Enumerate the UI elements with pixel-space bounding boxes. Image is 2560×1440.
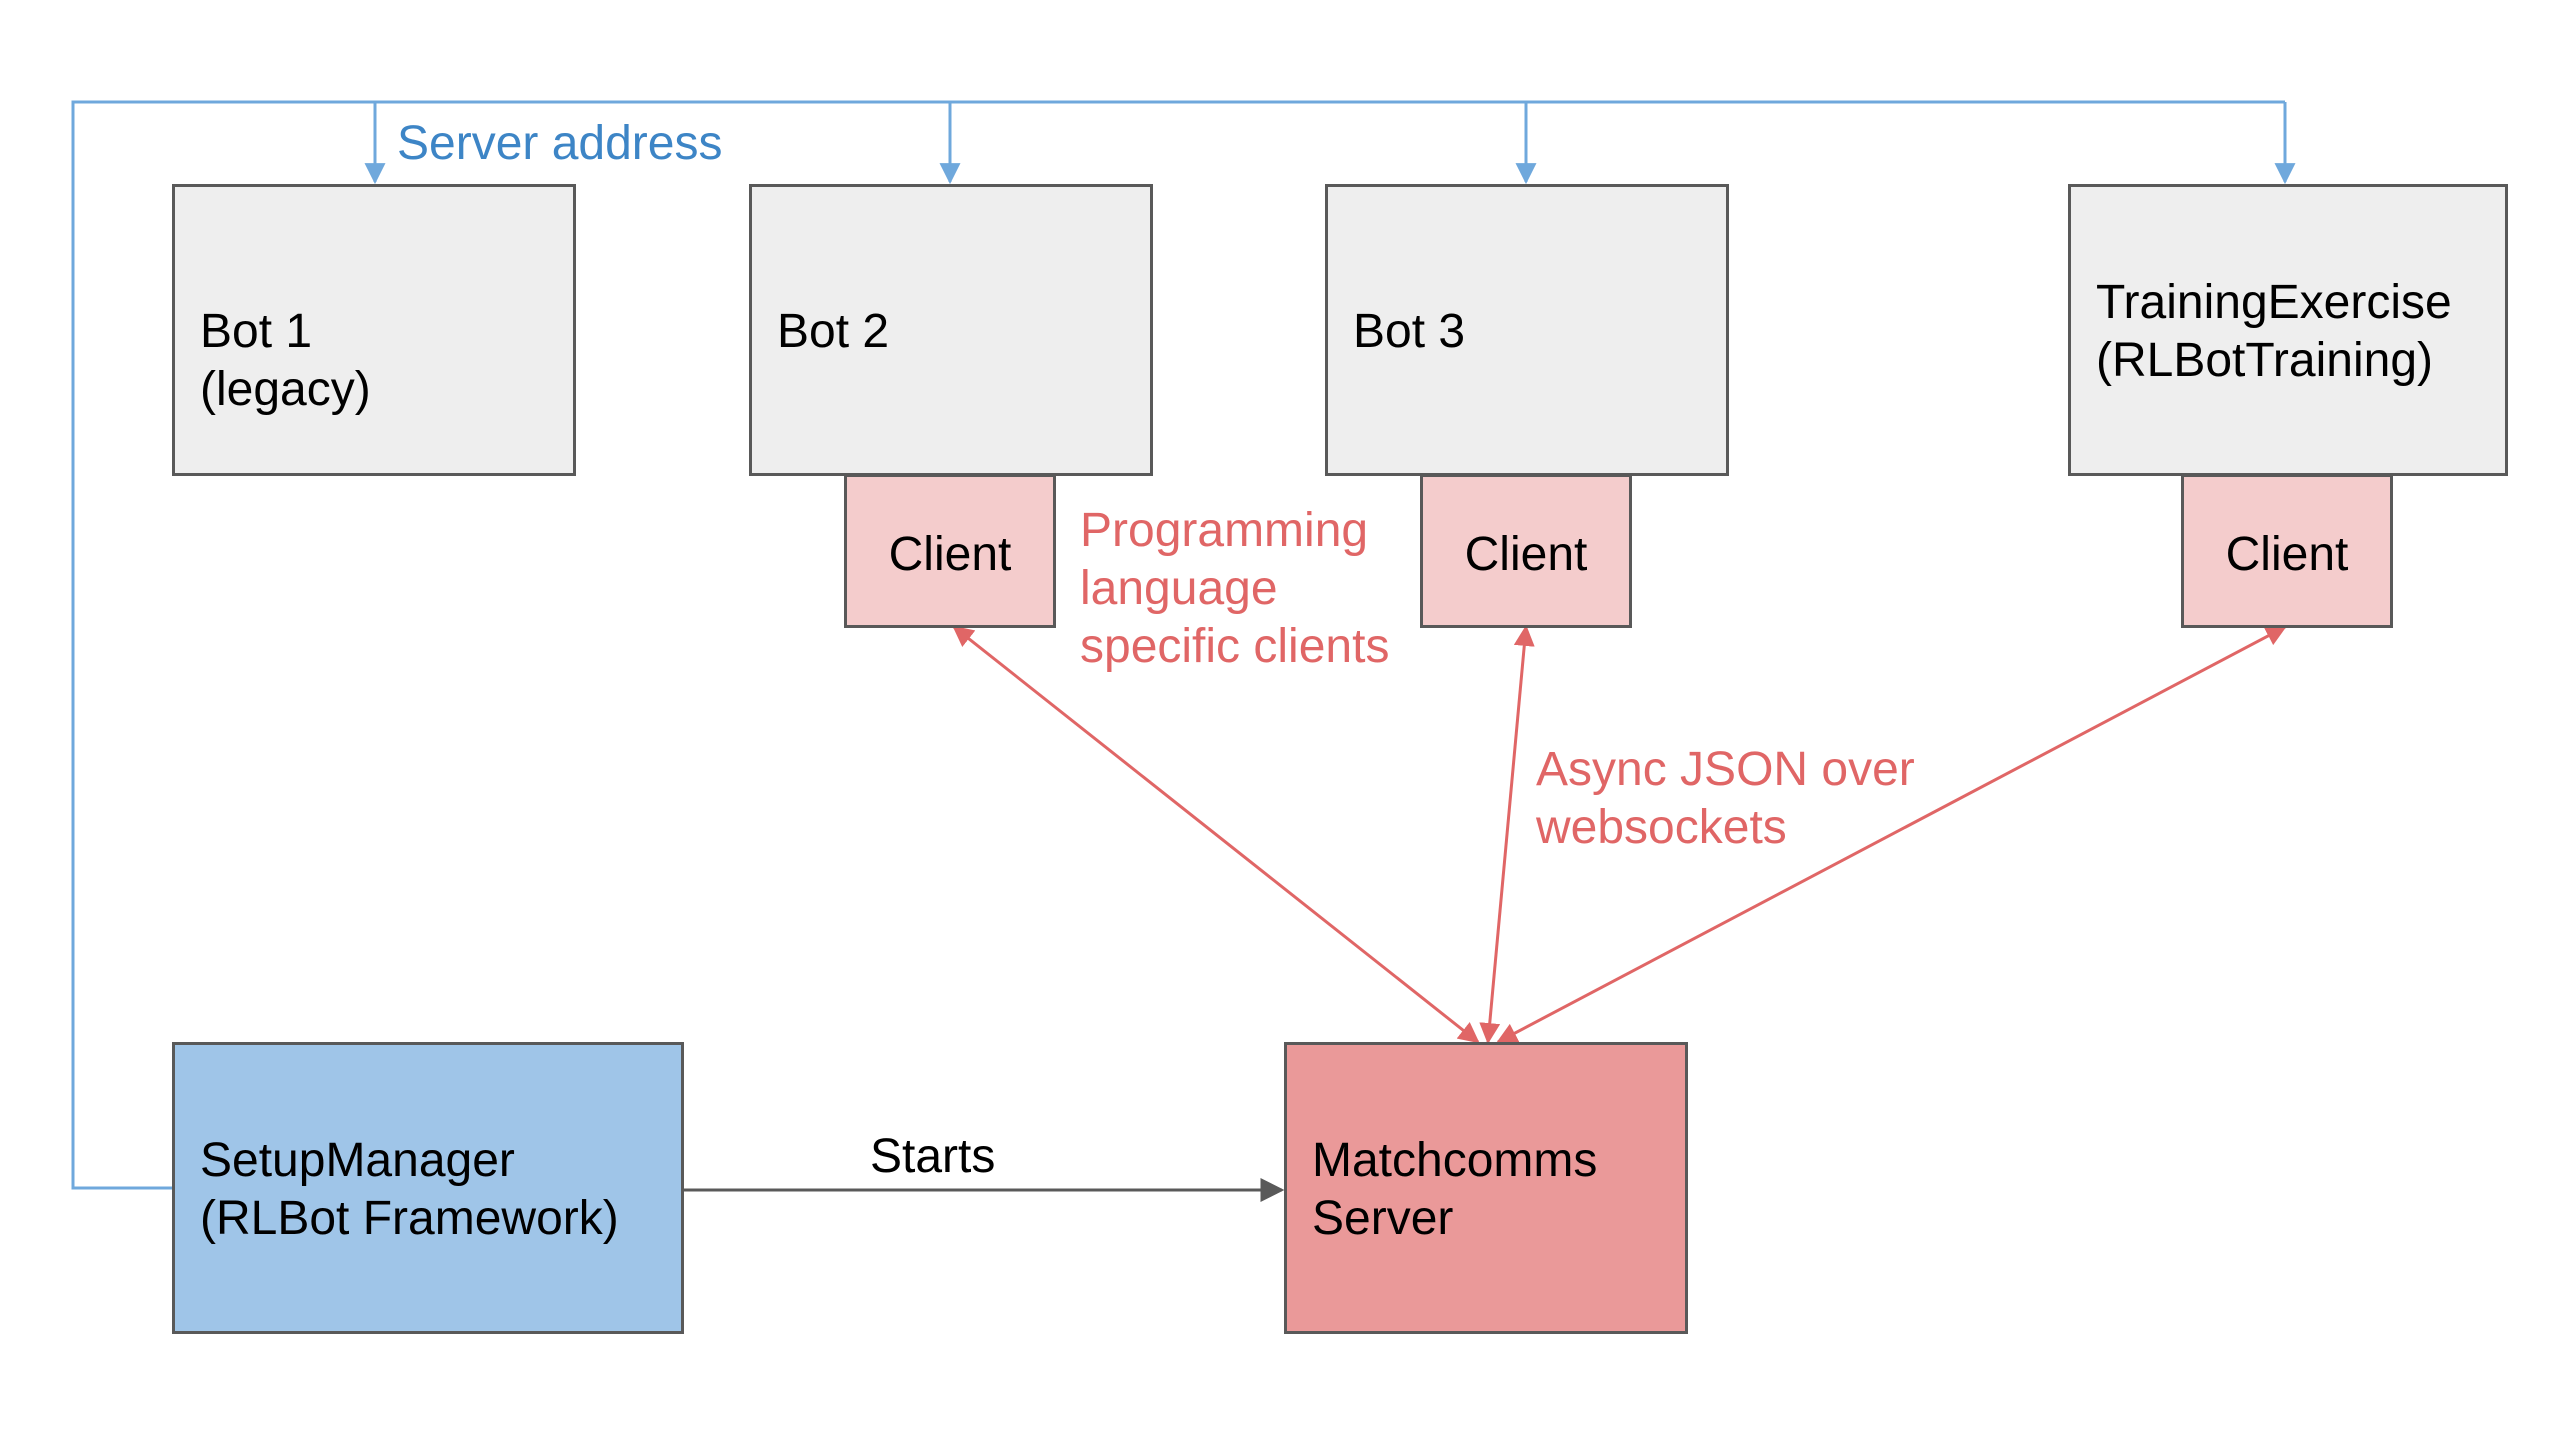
bot-3-box: Bot 3 (1325, 184, 1729, 476)
protocol-label: Async JSON over websockets (1536, 743, 1915, 854)
bot-3-label: Bot 3 (1353, 305, 1466, 358)
bot-1-box: Bot 1 (legacy) (172, 184, 576, 476)
setup-manager-label: SetupManager (RLBot Framework) (200, 1134, 619, 1245)
client-box-training: Client (2181, 474, 2393, 628)
client-box-bot2: Client (844, 474, 1056, 628)
matchcomms-server-box: Matchcomms Server (1284, 1042, 1688, 1334)
server-address-label: Server address (397, 117, 723, 170)
websocket-link-client3 (1479, 624, 1535, 1045)
bot-2-box: Bot 2 (749, 184, 1153, 476)
matchcomms-server-label: Matchcomms Server (1312, 1134, 1598, 1245)
setup-manager-box: SetupManager (RLBot Framework) (172, 1042, 684, 1334)
websocket-link-client2 (952, 625, 1480, 1044)
training-exercise-box: TrainingExercise (RLBotTraining) (2068, 184, 2508, 476)
clients-note-label: Programming language specific clients (1080, 504, 1390, 673)
client-box-bot3: Client (1420, 474, 1632, 628)
websocket-link-client-training (1496, 625, 2287, 1044)
starts-label: Starts (870, 1130, 996, 1183)
client-label: Client (2225, 528, 2349, 581)
bot-2-label: Bot 2 (777, 305, 890, 358)
server-address-trunk (71, 100, 2285, 1190)
client-label: Client (1464, 528, 1588, 581)
training-exercise-label: TrainingExercise (RLBotTraining) (2096, 276, 2452, 387)
client-label: Client (888, 528, 1012, 581)
bot-1-label: Bot 1 (legacy) (200, 305, 371, 416)
